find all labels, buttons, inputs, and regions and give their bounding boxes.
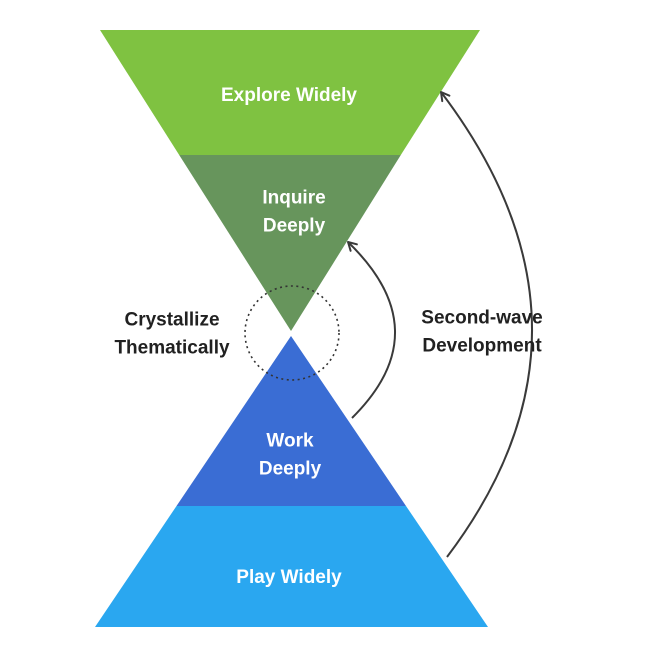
work-deeply-section <box>176 336 406 506</box>
crystallize-thematically-annotation: Crystallize Thematically <box>114 309 230 358</box>
second-wave-inner-arrow <box>347 241 396 419</box>
work-deeply-label: Work Deeply <box>258 430 322 479</box>
pinch-dotted-circle <box>244 285 340 381</box>
second-wave-development-annotation: Second-wave Development <box>421 307 543 356</box>
explore-widely-section <box>100 30 480 155</box>
explore-widely-label: Explore Widely <box>220 85 358 107</box>
second-wave-outer-arrow <box>440 91 533 558</box>
play-widely-section <box>95 506 488 627</box>
inquire-deeply-label: Inquire Deeply <box>262 187 326 236</box>
inquire-deeply-section <box>179 155 401 331</box>
play-widely-label: Play Widely <box>236 567 342 589</box>
